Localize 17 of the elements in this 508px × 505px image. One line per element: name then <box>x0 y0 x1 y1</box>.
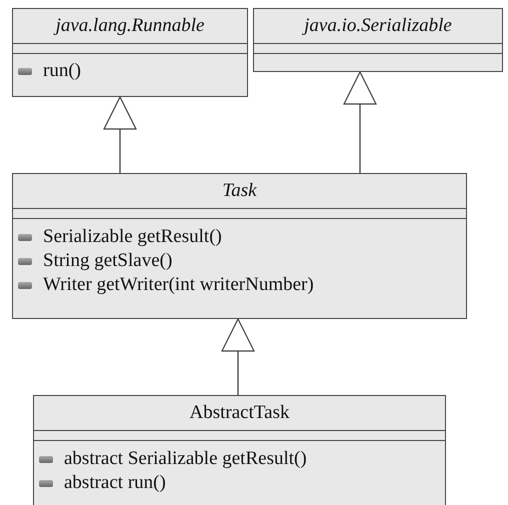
class-box <box>253 8 503 72</box>
class-name: AbstractTask <box>188 401 290 425</box>
generalization-arrow <box>343 71 377 173</box>
class-name: java.lang.Runnable <box>52 14 206 38</box>
class-box <box>33 395 446 505</box>
generalization-arrow <box>103 96 137 173</box>
method-signature: Writer getWriter(int writerNumber) <box>43 274 314 296</box>
method-signature: abstract Serializable getResult() <box>64 448 307 470</box>
class-box <box>12 8 248 97</box>
method-signature: run() <box>43 60 81 82</box>
class-box <box>12 173 467 319</box>
method-signature: abstract run() <box>64 472 166 494</box>
class-name: java.io.Serializable <box>301 14 453 38</box>
generalization-arrow <box>221 318 255 395</box>
class-name: Task <box>221 179 258 203</box>
method-signature: String getSlave() <box>43 250 172 272</box>
method-signature: Serializable getResult() <box>43 226 222 248</box>
